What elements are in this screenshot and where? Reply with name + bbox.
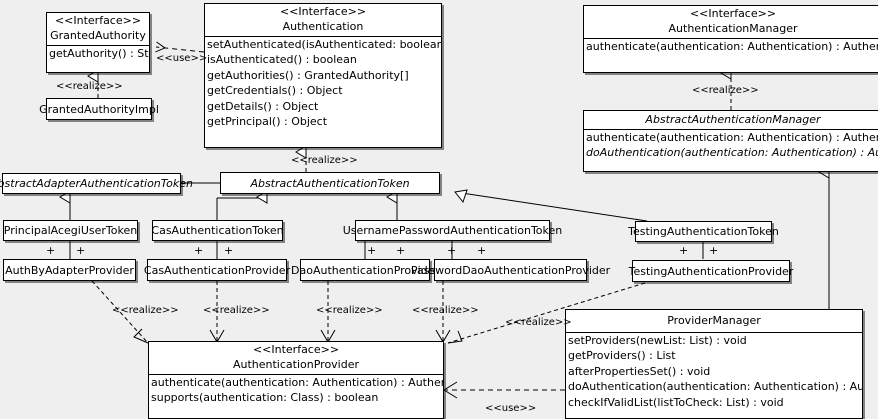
class-name: GrantedAuthorityImpl	[39, 102, 159, 116]
association-marker-cas-left: +	[194, 244, 204, 257]
operation: isAuthenticated() : boolean	[207, 53, 357, 67]
class-username-password-authentication-token[interactable]: UsernamePasswordAuthenticationToken	[343, 220, 562, 241]
class-name: GrantedAuthority	[50, 29, 146, 42]
class-name: TestingAuthenticationToken	[628, 225, 779, 238]
association-marker-testing-right: +	[709, 244, 719, 257]
operations-compartment: getAuthority() : String	[47, 45, 149, 61]
operation: setAuthenticated(isAuthenticated: boolea…	[207, 38, 441, 51]
operation: checkIfValidList(listToCheck: List) : vo…	[568, 395, 784, 409]
class-name: AbstractAuthenticationManager	[645, 113, 821, 126]
class-name: AbstractAdapterAuthenticationToken	[0, 177, 193, 190]
operation: doAuthentication(authentication: Authent…	[586, 146, 878, 160]
class-name: AuthenticationManager	[668, 22, 798, 35]
operation: getAuthority() : String	[49, 47, 149, 60]
class-principal-acegi-user-token[interactable]: PrincipalAcegiUserToken	[3, 220, 138, 241]
class-testing-authentication-token[interactable]: TestingAuthenticationToken	[628, 221, 779, 242]
association-marker-username-password-2: +	[396, 244, 406, 257]
class-name: CasAuthenticationToken	[151, 224, 284, 237]
association-marker-principal-acegi-right: +	[76, 244, 86, 257]
edge-label-use-provider-manager: <<use>>	[485, 403, 537, 414]
class-name: Authentication	[282, 20, 364, 33]
class-name: PasswordDaoAuthenticationProvider	[410, 263, 611, 277]
class-name: ProviderManager	[667, 314, 761, 327]
class-header: <<Interface>> AuthenticationProvider	[149, 342, 443, 374]
edge-label-realize-auth-by-adapter-provider: <<realize>>	[112, 305, 179, 316]
class-name: PrincipalAcegiUserToken	[3, 224, 138, 237]
edge-label-realize-abstract-authentication-manager: <<realize>>	[692, 85, 759, 96]
edge-label-realize-abstract-authentication-token: <<realize>>	[291, 155, 358, 166]
class-dao-authentication-provider[interactable]: DaoAuthenticationProvider	[291, 259, 439, 281]
association-marker-username-password-1: +	[367, 244, 377, 257]
class-granted-authority-impl[interactable]: GrantedAuthorityImpl	[39, 98, 159, 120]
edge-label-realize-dao-authentication-provider: <<realize>>	[316, 305, 383, 316]
class-name: CasAuthenticationProvider	[143, 263, 291, 277]
association-marker-principal-acegi-left: +	[46, 244, 56, 257]
class-name: TestingAuthenticationProvider	[628, 264, 794, 278]
operation: authenticate(authentication: Authenticat…	[586, 40, 878, 53]
class-auth-by-adapter-provider[interactable]: AuthByAdapterProvider	[3, 259, 136, 281]
class-header: <<Interface>> Authentication	[205, 4, 441, 36]
operation: getAuthorities() : GrantedAuthority[]	[207, 68, 409, 82]
class-abstract-authentication-manager[interactable]: AbstractAuthenticationManager authentica…	[583, 110, 878, 172]
class-name: DaoAuthenticationProvider	[291, 263, 439, 277]
class-header: ProviderManager	[566, 310, 862, 332]
operation: setProviders(newList: List) : void	[568, 334, 747, 347]
edge-label-realize-cas-authentication-provider: <<realize>>	[203, 305, 270, 316]
class-header: <<Interface>> GrantedAuthority	[47, 13, 149, 45]
class-name: AbstractAuthenticationToken	[250, 176, 410, 190]
edge-label-realize-granted-authority-impl: <<realize>>	[56, 81, 123, 92]
class-header: <<Interface>> AuthenticationManager	[584, 6, 878, 38]
class-authentication-manager[interactable]: <<Interface>> AuthenticationManager auth…	[583, 5, 878, 73]
edge-label-use-granted-authority: <<use>>	[156, 53, 208, 64]
stereotype-label: <<Interface>>	[279, 5, 367, 18]
class-testing-authentication-provider[interactable]: TestingAuthenticationProvider	[629, 260, 793, 282]
operation: getCredentials() : Object	[207, 84, 343, 98]
class-header: AbstractAuthenticationManager	[584, 111, 878, 129]
class-password-dao-authentication-provider[interactable]: PasswordDaoAuthenticationProvider	[411, 259, 610, 281]
association-marker-username-password-4: +	[477, 244, 487, 257]
operation: doAuthentication(authentication: Authent…	[568, 380, 862, 394]
class-abstract-adapter-authentication-token[interactable]: AbstractAdapterAuthenticationToken	[0, 173, 193, 194]
stereotype-label: <<Interface>>	[252, 343, 340, 356]
association-marker-testing-left: +	[679, 244, 689, 257]
operation: authenticate(authentication: Authenticat…	[151, 376, 443, 389]
class-abstract-authentication-token[interactable]: AbstractAuthenticationToken	[220, 172, 440, 194]
class-granted-authority[interactable]: <<Interface>> GrantedAuthority getAuthor…	[46, 12, 150, 73]
class-name: AuthByAdapterProvider	[5, 263, 134, 277]
operations-compartment: setProviders(newList: List) : void getPr…	[566, 332, 862, 410]
class-cas-authentication-token[interactable]: CasAuthenticationToken	[151, 220, 284, 241]
operation: getDetails() : Object	[207, 99, 319, 113]
operation: afterPropertiesSet() : void	[568, 364, 711, 378]
operation: supports(authentication: Class) : boolea…	[151, 391, 379, 405]
operation: getProviders() : List	[568, 349, 676, 363]
class-name: AuthenticationProvider	[232, 358, 360, 371]
association-marker-cas-right: +	[224, 244, 234, 257]
edge-label-realize-password-dao-authentication-provider: <<realize>>	[412, 305, 479, 316]
class-name: UsernamePasswordAuthenticationToken	[342, 224, 563, 237]
operations-compartment: authenticate(authentication: Authenticat…	[584, 129, 878, 161]
stereotype-label: <<Interface>>	[54, 14, 142, 27]
operation: getPrincipal() : Object	[207, 115, 328, 129]
operation: authenticate(authentication: Authenticat…	[586, 131, 878, 144]
class-provider-manager[interactable]: ProviderManager setProviders(newList: Li…	[565, 309, 863, 419]
operations-compartment: authenticate(authentication: Authenticat…	[584, 38, 878, 54]
operations-compartment: authenticate(authentication: Authenticat…	[149, 374, 443, 406]
edge-label-realize-testing-authentication-provider: <<realize>>	[505, 317, 572, 328]
operations-compartment: setAuthenticated(isAuthenticated: boolea…	[205, 36, 441, 129]
class-authentication-provider[interactable]: <<Interface>> AuthenticationProvider aut…	[148, 341, 444, 419]
class-authentication[interactable]: <<Interface>> Authentication setAuthenti…	[204, 3, 442, 148]
stereotype-label: <<Interface>>	[689, 7, 777, 20]
association-marker-username-password-3: +	[447, 244, 457, 257]
class-cas-authentication-provider[interactable]: CasAuthenticationProvider	[144, 259, 290, 281]
